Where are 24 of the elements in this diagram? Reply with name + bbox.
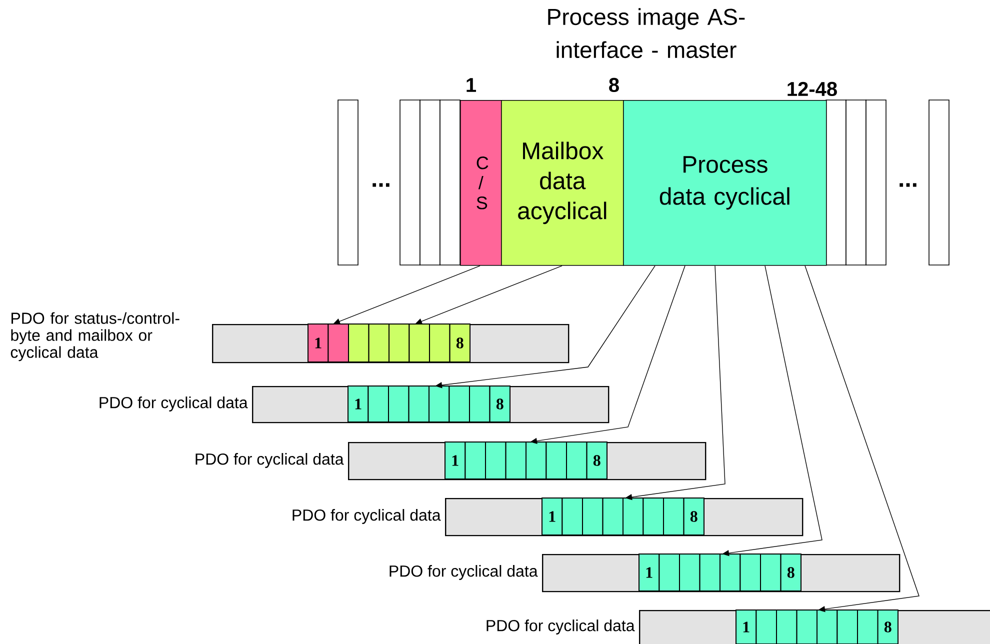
- pdo-label: PDO for cyclical data: [100, 396, 248, 412]
- pdo-bar: 1 8: [348, 441, 706, 480]
- pdo-label: PDO for cyclical data: [196, 453, 344, 468]
- pdo-bar: 1 8: [542, 553, 900, 592]
- arrow: [333, 265, 480, 324]
- pdo-bar: 1 8: [639, 609, 990, 644]
- pdo-bar: 1 8: [212, 323, 570, 364]
- index-number: 8: [609, 78, 619, 92]
- pdo-label: PDO for cyclical data: [292, 509, 441, 524]
- status-control-byte: C / S: [460, 100, 502, 266]
- index-number: 1: [466, 78, 476, 92]
- pdo-label: PDO for cyclical data: [390, 565, 538, 580]
- ellipsis: ...: [900, 183, 916, 187]
- mailbox-data-block: Mailbox data acyclical: [501, 100, 624, 266]
- ellipsis: ...: [372, 183, 390, 187]
- arrow: [415, 265, 562, 324]
- pdo-bar: 1 8: [252, 385, 610, 424]
- index-number: 12-48: [788, 82, 837, 96]
- pdo-bar: 1 8: [445, 497, 804, 536]
- pdo-label: PDO for status-/control-byte and mailbox or cyclical data: [10, 312, 180, 362]
- arrow: [804, 265, 920, 612]
- title: Process image AS-interface - master: [548, 8, 745, 58]
- pdo-label: PDO for cyclical data: [486, 620, 635, 634]
- process-data-block: Process data cyclical: [623, 100, 827, 266]
